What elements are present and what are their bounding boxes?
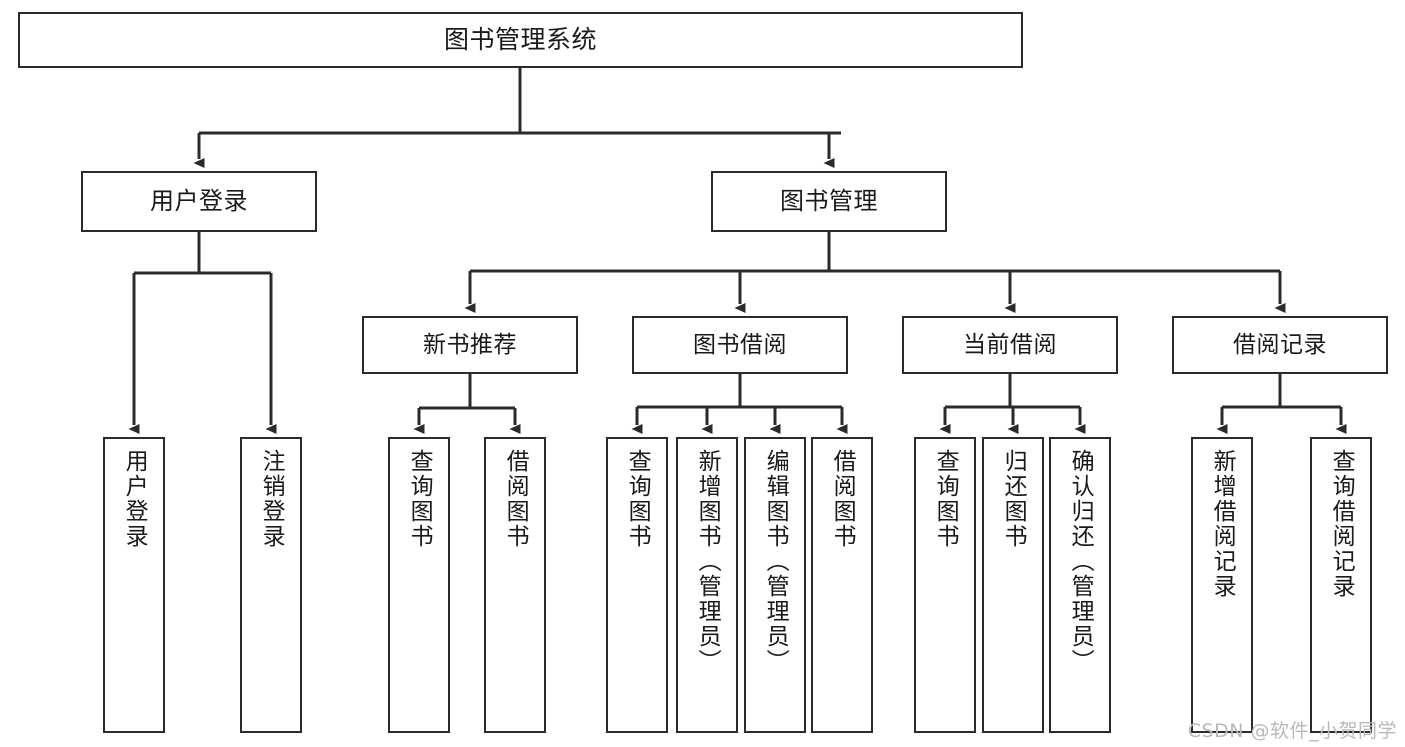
node-leaf-borrow-book-2-label: 借阅图书 — [829, 449, 856, 549]
node-leaf-add-record-label: 新增借阅记录 — [1209, 449, 1236, 599]
node-user-login[interactable]: 用户登录 — [81, 171, 317, 232]
node-leaf-query-book-1[interactable]: 查询图书 — [388, 437, 450, 733]
node-leaf-return-book[interactable]: 归还图书 — [982, 437, 1044, 733]
node-leaf-query-book-2-label: 查询图书 — [624, 449, 651, 549]
node-borrow-record-label: 借阅记录 — [1233, 331, 1327, 358]
watermark-text: CSDN @软件_小贺同学 — [1187, 720, 1397, 742]
node-leaf-query-book-3[interactable]: 查询图书 — [914, 437, 976, 733]
node-leaf-logout[interactable]: 注销登录 — [240, 437, 302, 733]
node-leaf-edit-book[interactable]: 编辑图书（管理员） — [744, 437, 806, 733]
node-leaf-return-book-label: 归还图书 — [1000, 449, 1027, 549]
node-current-borrow-label: 当前借阅 — [963, 331, 1057, 358]
node-leaf-add-book-label: 新增图书（管理员） — [694, 449, 721, 674]
node-book-manage-label: 图书管理 — [780, 186, 878, 215]
node-book-borrow-label: 图书借阅 — [693, 331, 787, 358]
node-leaf-confirm-return-label: 确认归还（管理员） — [1067, 449, 1094, 674]
node-leaf-confirm-return[interactable]: 确认归还（管理员） — [1049, 437, 1111, 733]
node-leaf-query-record-label: 查询借阅记录 — [1328, 449, 1355, 599]
node-leaf-add-record[interactable]: 新增借阅记录 — [1191, 437, 1253, 733]
node-new-book-rec[interactable]: 新书推荐 — [362, 316, 578, 374]
node-leaf-query-book-2[interactable]: 查询图书 — [606, 437, 668, 733]
node-leaf-query-book-3-label: 查询图书 — [932, 449, 959, 549]
node-leaf-query-book-1-label: 查询图书 — [406, 449, 433, 549]
node-user-login-label: 用户登录 — [150, 186, 248, 215]
node-leaf-user-login-label: 用户登录 — [121, 449, 148, 549]
node-leaf-borrow-book-1[interactable]: 借阅图书 — [484, 437, 546, 733]
node-leaf-borrow-book-1-label: 借阅图书 — [502, 449, 529, 549]
node-new-book-rec-label: 新书推荐 — [423, 331, 517, 358]
node-leaf-user-login[interactable]: 用户登录 — [103, 437, 165, 733]
node-book-borrow[interactable]: 图书借阅 — [632, 316, 848, 374]
node-current-borrow[interactable]: 当前借阅 — [902, 316, 1118, 374]
node-book-manage[interactable]: 图书管理 — [711, 171, 947, 232]
node-leaf-add-book[interactable]: 新增图书（管理员） — [676, 437, 738, 733]
node-root[interactable]: 图书管理系统 — [18, 12, 1023, 68]
node-leaf-logout-label: 注销登录 — [258, 449, 285, 549]
node-leaf-edit-book-label: 编辑图书（管理员） — [762, 449, 789, 674]
node-leaf-query-record[interactable]: 查询借阅记录 — [1310, 437, 1372, 733]
node-leaf-borrow-book-2[interactable]: 借阅图书 — [811, 437, 873, 733]
node-root-label: 图书管理系统 — [443, 24, 597, 54]
node-borrow-record[interactable]: 借阅记录 — [1172, 316, 1388, 374]
